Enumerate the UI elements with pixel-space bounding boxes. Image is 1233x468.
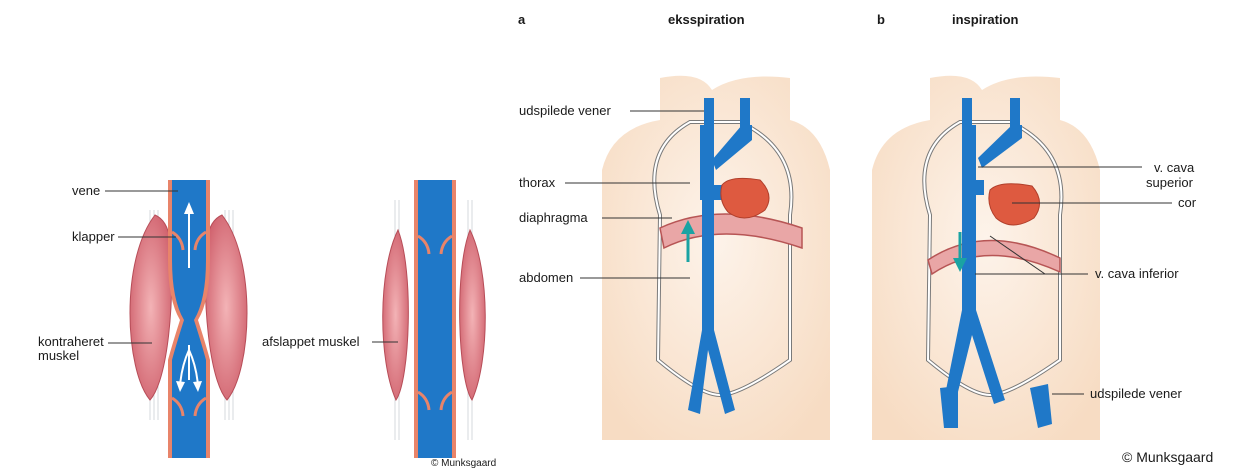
label-udspilede-a: udspilede vener xyxy=(519,103,611,118)
right-copyright: © Munksgaard xyxy=(1122,449,1213,465)
label-kontraheret-2: muskel xyxy=(38,348,79,363)
label-cava-sup-1: v. cava xyxy=(1154,160,1195,175)
contracted-muscle-right xyxy=(205,215,247,400)
label-afslappet: afslappet muskel xyxy=(262,334,360,349)
label-thorax: thorax xyxy=(519,175,556,190)
label-vene: vene xyxy=(72,183,100,198)
label-diaphragma: diaphragma xyxy=(519,210,588,225)
body-silhouette-a xyxy=(602,76,830,440)
heart-a xyxy=(721,178,769,218)
body-silhouette-b xyxy=(872,76,1100,440)
panel-a-title: eksspiration xyxy=(668,12,745,27)
label-abdomen: abdomen xyxy=(519,270,573,285)
relaxed-muscle-right xyxy=(460,230,486,400)
label-klapper: klapper xyxy=(72,229,115,244)
label-cava-sup-2: superior xyxy=(1146,175,1194,190)
label-cor: cor xyxy=(1178,195,1197,210)
panel-b-title: inspiration xyxy=(952,12,1019,27)
label-kontraheret-1: kontraheret xyxy=(38,334,104,349)
panel-a-letter: a xyxy=(518,12,526,27)
heart-b xyxy=(989,184,1040,225)
panel-b-letter: b xyxy=(877,12,885,27)
vein-relaxed-figure xyxy=(383,180,486,458)
label-cava-inf: v. cava inferior xyxy=(1095,266,1179,281)
vein-contracted-figure xyxy=(130,180,247,458)
panel-b: b inspiration v. cava superior cor v. ca… xyxy=(872,12,1197,440)
relaxed-muscle-left xyxy=(383,230,409,400)
label-udspilede-b: udspilede vener xyxy=(1090,386,1182,401)
contracted-muscle-left xyxy=(130,215,172,400)
panel-a: a eksspiration udspilede vener thorax di… xyxy=(518,12,830,440)
left-copyright: © Munksgaard xyxy=(431,458,496,468)
